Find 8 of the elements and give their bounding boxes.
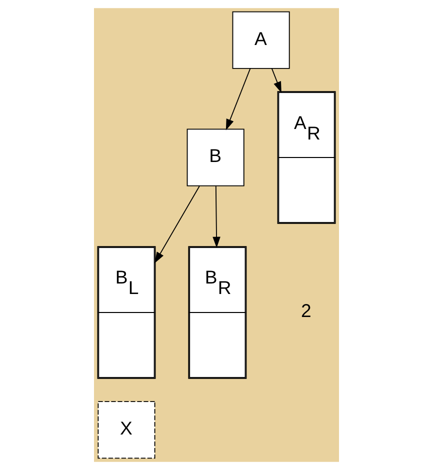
arrow (154, 186, 200, 264)
arrow (212, 186, 220, 248)
arrow (270, 68, 281, 93)
label: 2 (300, 300, 311, 322)
node-box: B (186, 128, 244, 186)
arrow (225, 68, 250, 130)
node-box: A (232, 11, 290, 69)
node-box: X (97, 401, 155, 459)
